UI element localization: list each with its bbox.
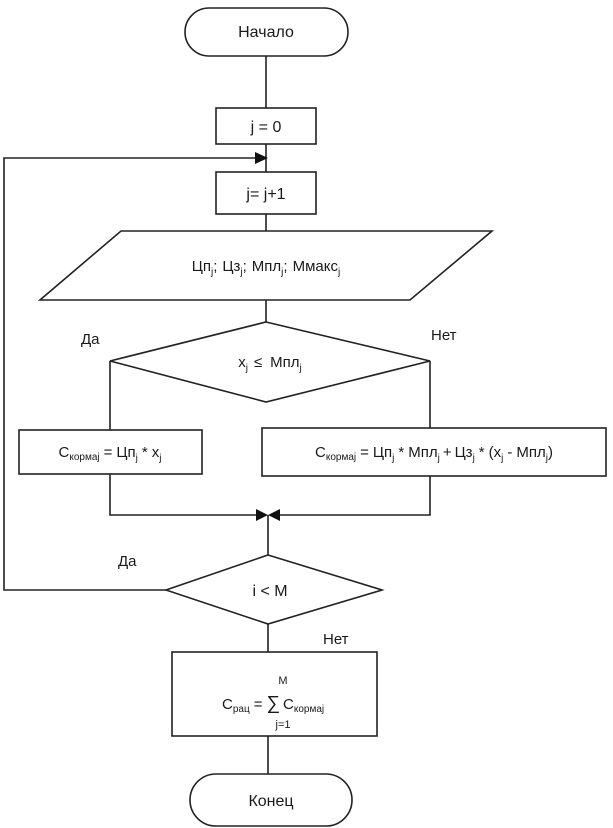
condition1-op: ≤ xyxy=(254,354,262,371)
right-calc-mpl-1-sub: j xyxy=(437,453,440,464)
init-label: j = 0 xyxy=(250,119,282,136)
no-label-2: Нет xyxy=(323,631,349,648)
sum-c: C xyxy=(222,696,233,713)
right-calc-open: ( xyxy=(489,444,494,461)
right-calc-label: Cкормаj=Цпj*Мплj+Цзj*(xj-Мплj) xyxy=(315,444,553,464)
right-calc-mul-1: * xyxy=(398,444,404,461)
left-calc-box: Cкормаj=Цпj*xj xyxy=(18,429,203,475)
sum-sigma: ∑ xyxy=(266,693,280,714)
merge-arrow-left-icon xyxy=(256,509,268,521)
sum-c2-sub: кормаj xyxy=(294,704,324,715)
right-calc-eq: = xyxy=(360,444,369,461)
init-process-box: j = 0 xyxy=(215,107,317,145)
connector-loop-back xyxy=(3,157,256,591)
right-calc-cp: Цп xyxy=(373,444,392,461)
no-label-1: Нет xyxy=(431,327,457,344)
left-calc-x-sub: j xyxy=(158,453,161,464)
right-calc-close: ) xyxy=(548,444,553,461)
start-terminal: Начало xyxy=(184,7,349,57)
right-calc-cz-sub: j xyxy=(472,453,475,464)
input-mpl-sub: j xyxy=(280,267,283,278)
loop-arrow-icon xyxy=(255,152,268,164)
left-calc-c-sub: кормаj xyxy=(69,452,99,463)
increment-label: j= j+1 xyxy=(245,186,285,203)
connector-left-calc-to-merge xyxy=(109,474,258,516)
right-calc-minus: - xyxy=(507,444,512,461)
right-calc-cp-sub: j xyxy=(391,453,394,464)
left-calc-cp-sub: j xyxy=(135,453,138,464)
input-cp-sub: j xyxy=(210,267,213,278)
sum-c-sub: рац xyxy=(233,704,250,715)
input-sep-3: ; xyxy=(283,258,287,275)
left-calc-x: x xyxy=(152,444,160,461)
right-calc-c: C xyxy=(315,444,326,461)
input-mpl: Мпл xyxy=(252,258,281,275)
right-calc-x: x xyxy=(494,444,502,461)
increment-process-box: j= j+1 xyxy=(215,171,317,215)
condition1-diamond: xj≤Мплj xyxy=(109,321,431,403)
condition2-label: i < M xyxy=(252,583,287,600)
left-calc-mul: * xyxy=(142,444,148,461)
input-sep-2: ; xyxy=(243,258,247,275)
sum-lower-limit: j=1 xyxy=(275,719,291,731)
right-calc-x-sub: j xyxy=(500,453,503,464)
left-calc-eq: = xyxy=(104,444,113,461)
input-label: Цпj;Цзj;Мплj;Ммаксj xyxy=(192,258,340,278)
condition1-label: xj≤Мплj xyxy=(238,354,302,374)
condition1-x-sub: j xyxy=(245,363,248,374)
condition1-mpl: Мпл xyxy=(270,354,299,371)
condition2-diamond: i < M xyxy=(163,554,385,625)
yes-label-1: Да xyxy=(81,331,100,348)
right-calc-plus: + xyxy=(443,444,452,461)
right-calc-mpl-2: Мпл xyxy=(516,444,545,461)
condition1-mpl-sub: j xyxy=(299,363,302,374)
right-calc-mul-2: * xyxy=(479,444,485,461)
right-calc-c-sub: кормаj xyxy=(326,452,356,463)
input-cz: Цз xyxy=(222,258,240,275)
right-calc-mpl-2-sub: j xyxy=(545,453,548,464)
input-sep-1: ; xyxy=(213,258,217,275)
connectors xyxy=(3,56,431,774)
left-calc-label: Cкормаj=Цпj*xj xyxy=(59,444,162,464)
connector-right-calc-to-merge xyxy=(278,476,431,516)
left-calc-cp: Цп xyxy=(116,444,135,461)
input-cz-sub: j xyxy=(239,267,242,278)
sum-upper-limit: M xyxy=(278,675,287,687)
right-calc-cz: Цз xyxy=(455,444,473,461)
input-mmaks-sub: j xyxy=(337,267,340,278)
end-label: Конец xyxy=(248,793,293,810)
input-mmaks: Ммакс xyxy=(293,258,339,275)
right-calc-box: Cкормаj=Цпj*Мплj+Цзj*(xj-Мплj) xyxy=(261,427,607,477)
right-calc-mpl-1: Мпл xyxy=(408,444,437,461)
merge-arrow-right-icon xyxy=(268,509,280,521)
input-cp: Цп xyxy=(192,258,211,275)
input-parallelogram: Цпj;Цзj;Мплj;Ммаксj xyxy=(37,230,495,301)
end-terminal: Конец xyxy=(189,773,353,827)
sum-c2: C xyxy=(283,696,294,713)
sum-formula: Cрац=∑Cкормаj xyxy=(222,693,324,715)
left-calc-c: C xyxy=(59,444,70,461)
sum-process-box: M j=1 Cрац=∑Cкормаj xyxy=(171,651,378,737)
yes-label-2: Да xyxy=(118,553,137,570)
start-label: Начало xyxy=(238,24,294,41)
condition1-x: x xyxy=(238,354,246,371)
sum-eq: = xyxy=(254,696,263,713)
